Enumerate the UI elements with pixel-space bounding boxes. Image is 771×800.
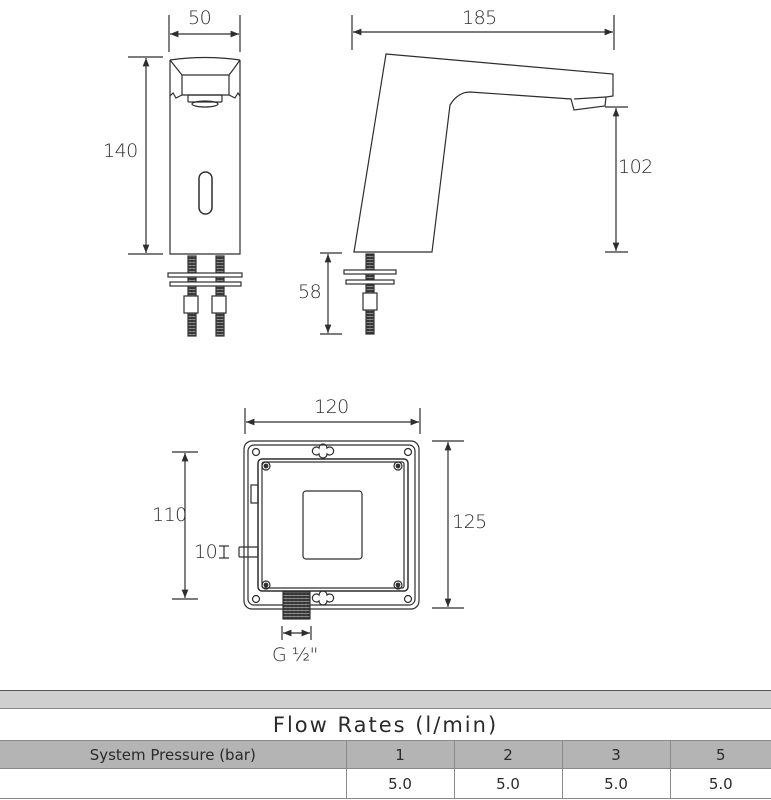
control-box-drawing bbox=[172, 408, 464, 640]
connection-thread-label: G ½" bbox=[272, 644, 318, 666]
pressure-header: System Pressure (bar) bbox=[0, 740, 347, 769]
flow-value-3: 5.0 bbox=[561, 768, 671, 799]
table-row: 5.0 5.0 5.0 5.0 bbox=[0, 768, 771, 799]
pressure-1: 1 bbox=[345, 740, 455, 769]
shank-length-label: 58 bbox=[298, 281, 322, 303]
flow-value-1: 5.0 bbox=[345, 768, 455, 799]
flow-rates-title: Flow Rates (l/min) bbox=[0, 708, 771, 741]
technical-drawing: 50 140 185 102 58 120 110 125 10 G ½" bbox=[103, 7, 653, 666]
table-top-bar bbox=[0, 690, 771, 709]
pressure-3: 3 bbox=[561, 740, 671, 769]
spout-height-label: 102 bbox=[618, 156, 653, 178]
flow-value-5: 5.0 bbox=[669, 768, 771, 799]
front-view-faucet bbox=[128, 15, 243, 337]
front-width-label: 50 bbox=[188, 7, 212, 29]
side-length-label: 185 bbox=[462, 7, 497, 29]
table-title-row: Flow Rates (l/min) bbox=[0, 708, 771, 741]
box-outer-height-label: 125 bbox=[452, 511, 487, 533]
flow-rates-table: Flow Rates (l/min) System Pressure (bar)… bbox=[0, 690, 771, 799]
side-view-faucet bbox=[320, 15, 628, 335]
box-inner-height-label: 110 bbox=[152, 504, 187, 526]
box-offset-label: 10 bbox=[194, 541, 218, 563]
box-width-label: 120 bbox=[314, 396, 349, 418]
front-height-label: 140 bbox=[103, 140, 138, 162]
flow-value-2: 5.0 bbox=[453, 768, 563, 799]
pressure-5: 5 bbox=[669, 740, 771, 769]
pressure-2: 2 bbox=[453, 740, 563, 769]
row-label bbox=[0, 768, 347, 799]
table-header-row: System Pressure (bar) 1 2 3 5 bbox=[0, 740, 771, 769]
